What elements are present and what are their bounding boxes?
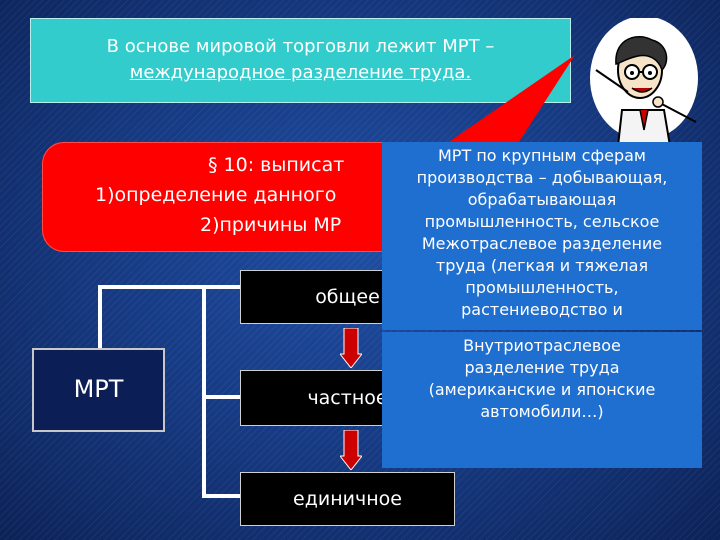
tooltip-intersectoral-line-4: растениеводство и <box>461 300 623 319</box>
connector-root-up <box>98 285 102 350</box>
tooltip-general: МРТ по крупным сферам производства – доб… <box>382 142 702 232</box>
root-node-mrt: МРТ <box>32 348 165 432</box>
tooltip-intersectoral-line-3: промышленность, <box>465 278 619 297</box>
tooltip-intrasectoral-line-4: автомобили…) <box>480 402 604 421</box>
title-line-1: В основе мировой торговли лежит МРТ – <box>106 36 495 57</box>
task-line-3: 2)причины МР <box>200 214 342 236</box>
connector-trunk <box>202 285 206 498</box>
connector-to-particular <box>202 395 244 399</box>
task-line-2: 1)определение данного <box>95 184 337 206</box>
node-particular-label: частное <box>307 387 388 409</box>
down-arrow-icon <box>340 430 362 470</box>
tooltip-intersectoral: Межотраслевое разделение труда (легкая и… <box>382 229 702 330</box>
teacher-cartoon-icon <box>588 16 700 148</box>
connector-to-single <box>202 494 244 498</box>
node-general-label: общее <box>315 286 380 308</box>
tooltip-general-line-2: производства – добывающая, <box>416 168 668 187</box>
down-arrow-icon <box>340 328 362 368</box>
tooltip-intrasectoral: Внутриотраслевое разделение труда (амери… <box>382 332 702 468</box>
tooltip-intrasectoral-line-2: разделение труда <box>464 358 620 377</box>
tooltip-intrasectoral-line-3: (американские и японские <box>428 380 656 399</box>
title-box: В основе мировой торговли лежит МРТ – ме… <box>30 18 571 103</box>
node-single: единичное <box>240 472 455 526</box>
node-single-label: единичное <box>293 488 402 510</box>
connector-to-general <box>98 285 242 289</box>
tooltip-intersectoral-line-2: труда (легкая и тяжелая <box>435 256 649 275</box>
task-line-1: § 10: выписат <box>208 154 345 176</box>
tooltip-intersectoral-line-1: Межотраслевое разделение <box>421 234 663 253</box>
tooltip-general-line-3: обрабатывающая <box>467 190 617 209</box>
tooltip-general-line-1: МРТ по крупным сферам <box>438 146 646 165</box>
title-line-2: международное разделение труда. <box>129 62 472 83</box>
tooltip-general-line-4: промышленность, сельское <box>424 212 660 231</box>
tooltip-intrasectoral-line-1: Внутриотраслевое <box>463 336 621 355</box>
